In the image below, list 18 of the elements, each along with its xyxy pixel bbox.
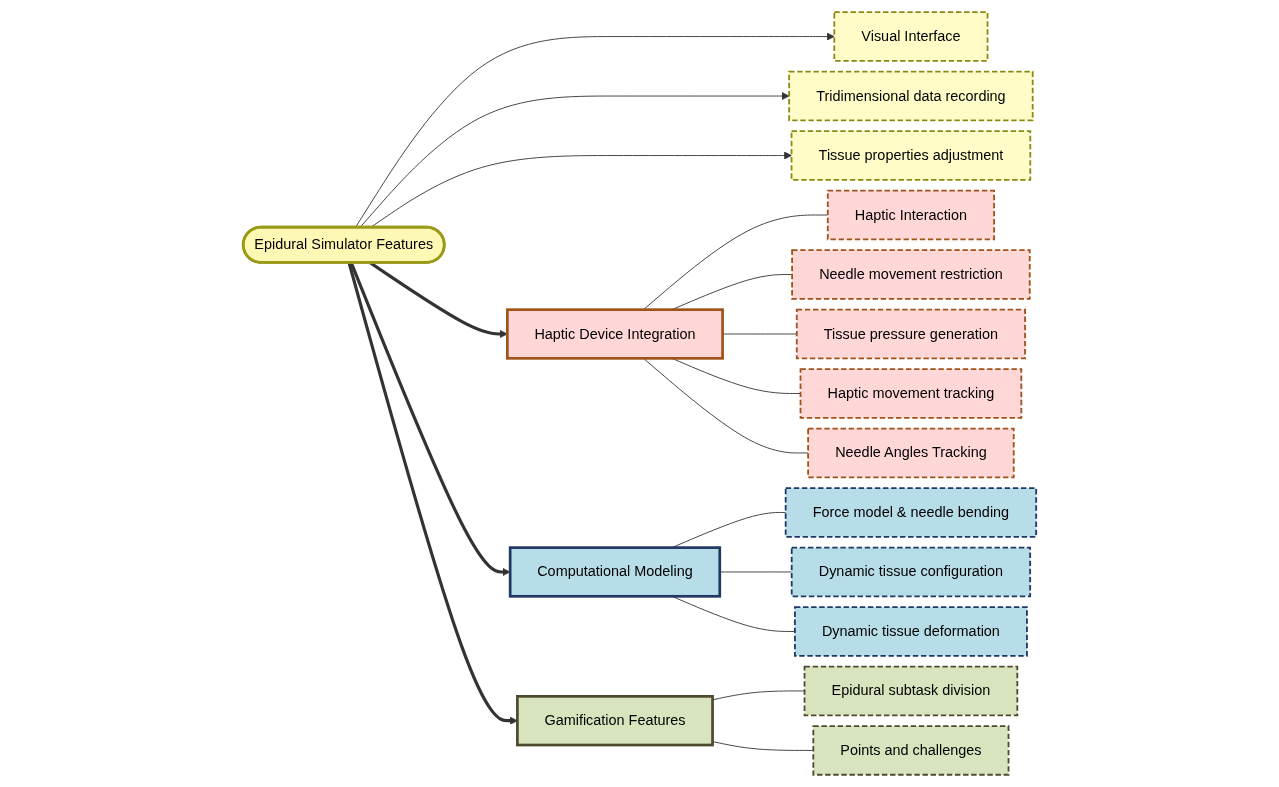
node-box: Points and challenges — [812, 725, 1010, 776]
node-box: Dynamic tissue deformation — [793, 606, 1028, 657]
node-box: Force model & needle bending — [784, 487, 1037, 538]
node-box: Computational Modeling — [508, 546, 721, 598]
node-box: Epidural subtask division — [803, 665, 1018, 717]
node-box: Tissue pressure generation — [795, 308, 1026, 360]
node-box: Dynamic tissue configuration — [790, 546, 1031, 598]
node-box: Tissue properties adjustment — [790, 130, 1031, 181]
node-box: Haptic movement tracking — [799, 368, 1022, 419]
node-box: Haptic Interaction — [826, 189, 995, 241]
node-box: Needle Angles Tracking — [807, 427, 1015, 479]
node-box: Gamification Features — [515, 695, 714, 747]
arrow — [347, 262, 518, 725]
connector — [719, 571, 792, 573]
node-box: Visual Interface — [833, 11, 989, 62]
node-box: Needle movement restriction — [791, 249, 1031, 300]
node-box: Tridimensional data recording — [788, 70, 1034, 122]
node-box: Haptic Device Integration — [505, 308, 724, 360]
